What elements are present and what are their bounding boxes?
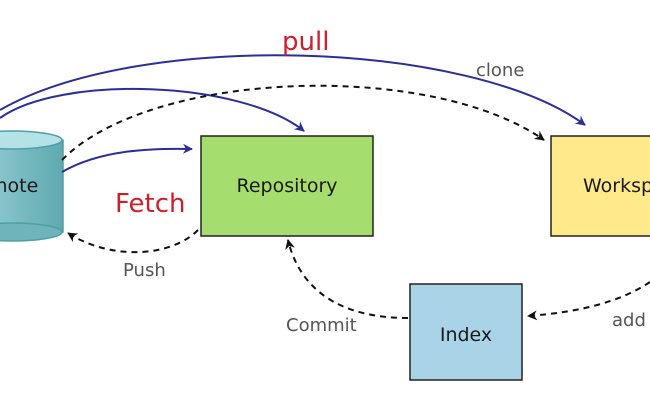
pull-label: pull bbox=[282, 27, 329, 57]
remote-cylinder-top bbox=[0, 130, 63, 150]
index-box bbox=[409, 283, 523, 381]
workspace-box bbox=[550, 135, 650, 237]
pull-to-repository-arrow bbox=[0, 87, 305, 132]
remote-cylinder-bottom bbox=[0, 222, 63, 242]
repository-node: Repository bbox=[200, 135, 374, 237]
clone-arrow bbox=[61, 84, 545, 161]
add-label: add bbox=[612, 310, 646, 331]
add-arrow bbox=[527, 281, 650, 321]
clone-label: clone bbox=[476, 60, 524, 81]
index-node: Index bbox=[409, 283, 523, 381]
index-label: Index bbox=[440, 324, 492, 346]
remote-label: Remote bbox=[0, 175, 38, 197]
remote-node: Remote bbox=[0, 130, 64, 242]
workspace-node: Workspace bbox=[550, 135, 650, 237]
repository-box bbox=[200, 135, 374, 237]
workspace-label: Workspace bbox=[583, 175, 650, 197]
push-label: Push bbox=[123, 260, 166, 281]
repository-label: Repository bbox=[236, 175, 337, 197]
fetch-label: Fetch bbox=[115, 189, 186, 219]
push-arrow bbox=[67, 229, 199, 254]
commit-label: Commit bbox=[286, 315, 357, 336]
remote-cylinder-body bbox=[0, 139, 64, 233]
pull-arrow bbox=[0, 54, 586, 126]
commit-arrow bbox=[285, 239, 409, 319]
fetch-arrow bbox=[61, 143, 193, 173]
